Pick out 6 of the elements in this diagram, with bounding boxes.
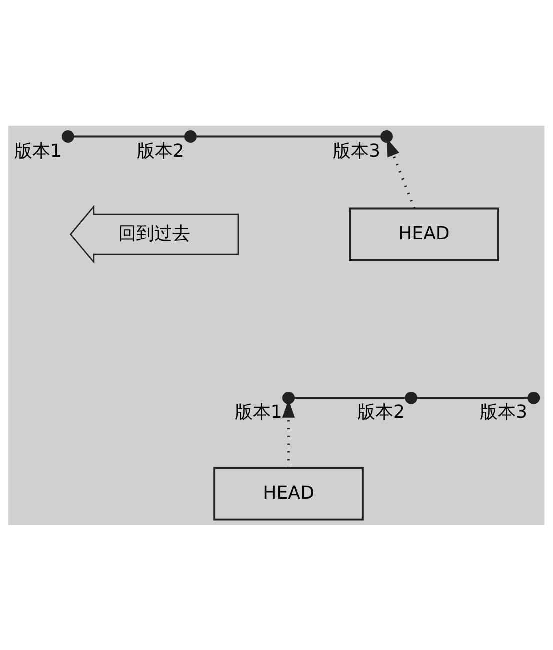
node-label: 版本2 [357, 402, 405, 423]
node-label: 版本1 [14, 140, 62, 162]
node-label: 版本2 [136, 140, 184, 162]
node-label: 版本3 [480, 402, 528, 423]
node-label: 版本3 [332, 140, 380, 162]
node-label: 版本1 [234, 402, 282, 423]
